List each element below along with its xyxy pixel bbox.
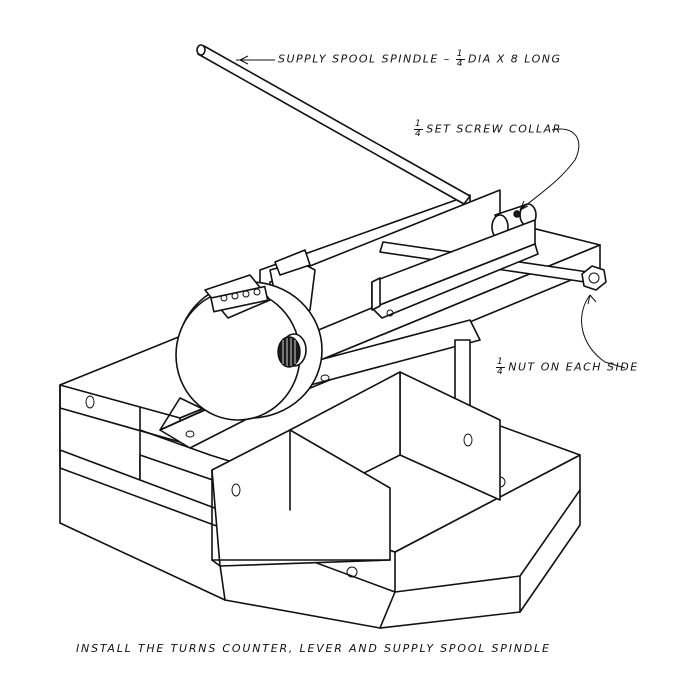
- nut-label-text: NUT ON EACH SIDE: [508, 360, 639, 374]
- counter-window: [220, 288, 261, 302]
- nut-icon: [581, 265, 607, 291]
- spindle-fraction-num: 1: [455, 49, 466, 60]
- spindle-label-prefix: SUPPLY SPOOL SPINDLE –: [278, 52, 451, 66]
- nut-label: 1 4 NUT ON EACH SIDE: [496, 358, 639, 377]
- turns-counter: [175, 249, 323, 421]
- spindle-label-suffix: DIA X 8 LONG: [468, 52, 562, 66]
- front-partition: [211, 429, 391, 567]
- nut-fraction-num: 1: [496, 357, 506, 368]
- collar-fraction: 1 4: [414, 119, 424, 139]
- collar-label: 1 4 SET SCREW COLLAR: [414, 120, 562, 139]
- spindle-label: SUPPLY SPOOL SPINDLE – 1 4 DIA X 8 LONG: [278, 50, 562, 69]
- lever-channel: [371, 219, 539, 319]
- collar-fraction-num: 1: [414, 119, 424, 130]
- spindle-fraction-den: 4: [456, 59, 465, 69]
- collar-label-text: SET SCREW COLLAR: [426, 122, 562, 136]
- knurled-knob-icon: [277, 336, 301, 368]
- figure-caption: INSTALL THE TURNS COUNTER, LEVER AND SUP…: [76, 642, 551, 655]
- collar-fraction-den: 4: [415, 129, 423, 139]
- nut-fraction: 1 4: [496, 357, 506, 377]
- nut-fraction-den: 4: [497, 367, 505, 377]
- leader-lines: [236, 55, 626, 369]
- spindle-fraction: 1 4: [455, 49, 466, 69]
